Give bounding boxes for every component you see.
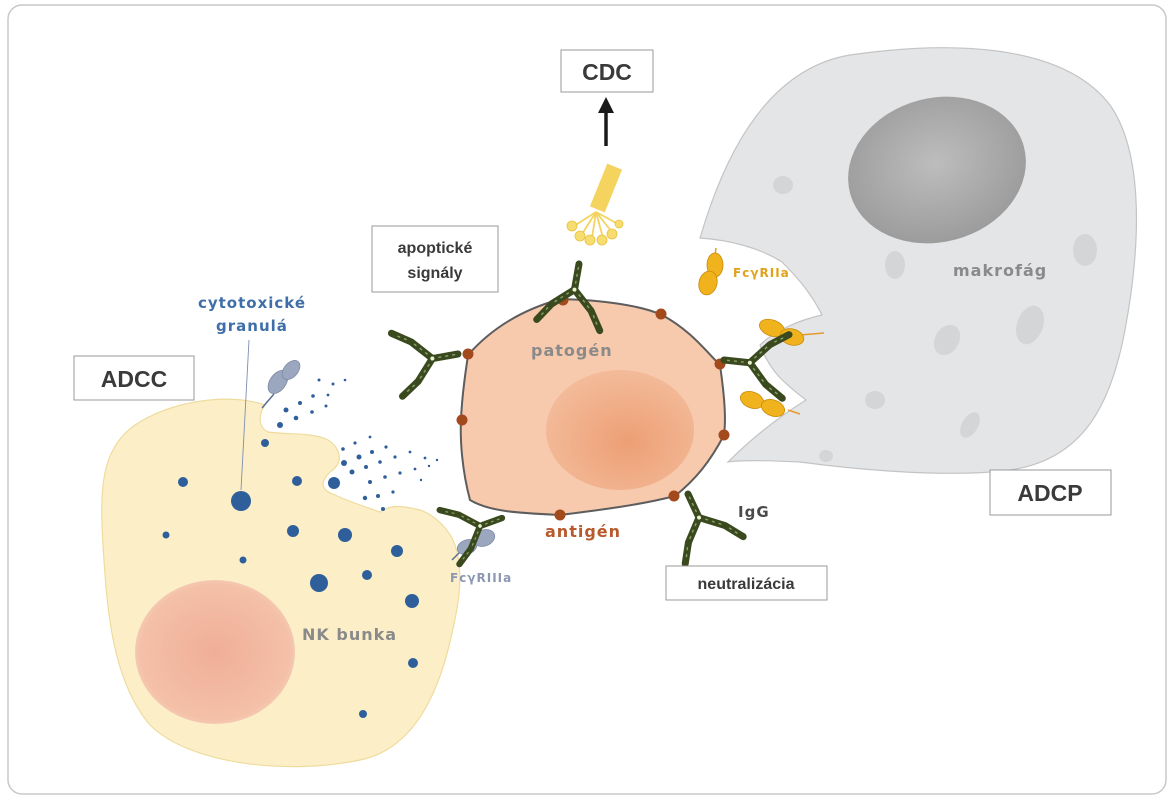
macrophage-label: makrofág — [953, 261, 1047, 280]
adcp-label: ADCP — [1017, 480, 1082, 506]
apoptotic-signals-line2: signály — [407, 265, 462, 282]
antigen-label: antigén — [545, 522, 621, 541]
macrophage-nucleus — [848, 96, 1026, 244]
fcgr3a-label: FcγRIIIa — [450, 571, 512, 585]
fcgr2a-receptor-bottom — [739, 391, 801, 417]
fcgr3a-receptor-top — [261, 360, 301, 409]
cdc-label: CDC — [582, 59, 632, 85]
cdc-box: CDC — [560, 49, 654, 93]
cytotoxic-granules — [162, 439, 419, 718]
adcp-box: ADCP — [989, 469, 1112, 516]
cytotoxic-granules-label-line2: granulá — [216, 317, 288, 335]
nk-nucleus — [135, 580, 295, 724]
macrophage-cell — [699, 47, 1138, 474]
macrophage-vesicles — [773, 176, 1097, 462]
cytotoxic-granules-label-line1: cytotoxické — [198, 294, 306, 312]
complement-c1q — [566, 163, 624, 246]
cdc-arrowhead — [598, 97, 614, 113]
adcc-label: ADCC — [101, 366, 167, 392]
neutralization-box: neutralizácia — [665, 565, 828, 601]
fcgr2a-label: FcγRIIa — [733, 266, 790, 280]
apoptotic-signals-line1: apoptické — [398, 240, 473, 257]
neutralization-label: neutralizácia — [698, 576, 795, 593]
antigens — [456, 294, 730, 521]
pathogen-nucleus — [546, 370, 694, 490]
fcgr2a-receptor-top — [698, 247, 724, 296]
apoptotic-signals-box: apoptické signály — [371, 225, 499, 293]
pathogen-label: patogén — [531, 341, 613, 360]
granules-pointer-line — [240, 339, 250, 491]
nk-cell-label: NK bunka — [302, 625, 397, 644]
igg-label: IgG — [738, 503, 770, 521]
released-granules — [277, 378, 439, 511]
adcc-box: ADCC — [73, 355, 195, 401]
